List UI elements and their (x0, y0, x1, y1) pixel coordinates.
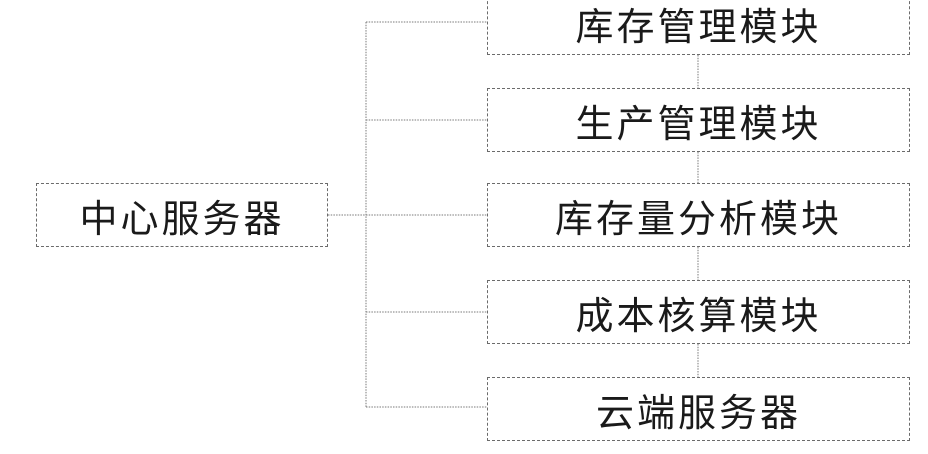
production-management-module: 生产管理模块 (487, 88, 910, 152)
module-label: 云端服务器 (596, 382, 801, 437)
inventory-analysis-module: 库存量分析模块 (487, 183, 910, 247)
module-label: 库存管理模块 (575, 0, 821, 51)
module-label: 生产管理模块 (575, 93, 821, 148)
module-label: 成本核算模块 (575, 285, 821, 340)
cloud-server-module: 云端服务器 (487, 377, 910, 441)
inventory-management-module: 库存管理模块 (487, 0, 910, 55)
cost-accounting-module: 成本核算模块 (487, 280, 910, 344)
center-server-node: 中心服务器 (36, 183, 328, 247)
center-server-label: 中心服务器 (79, 188, 284, 243)
module-label: 库存量分析模块 (555, 188, 842, 243)
